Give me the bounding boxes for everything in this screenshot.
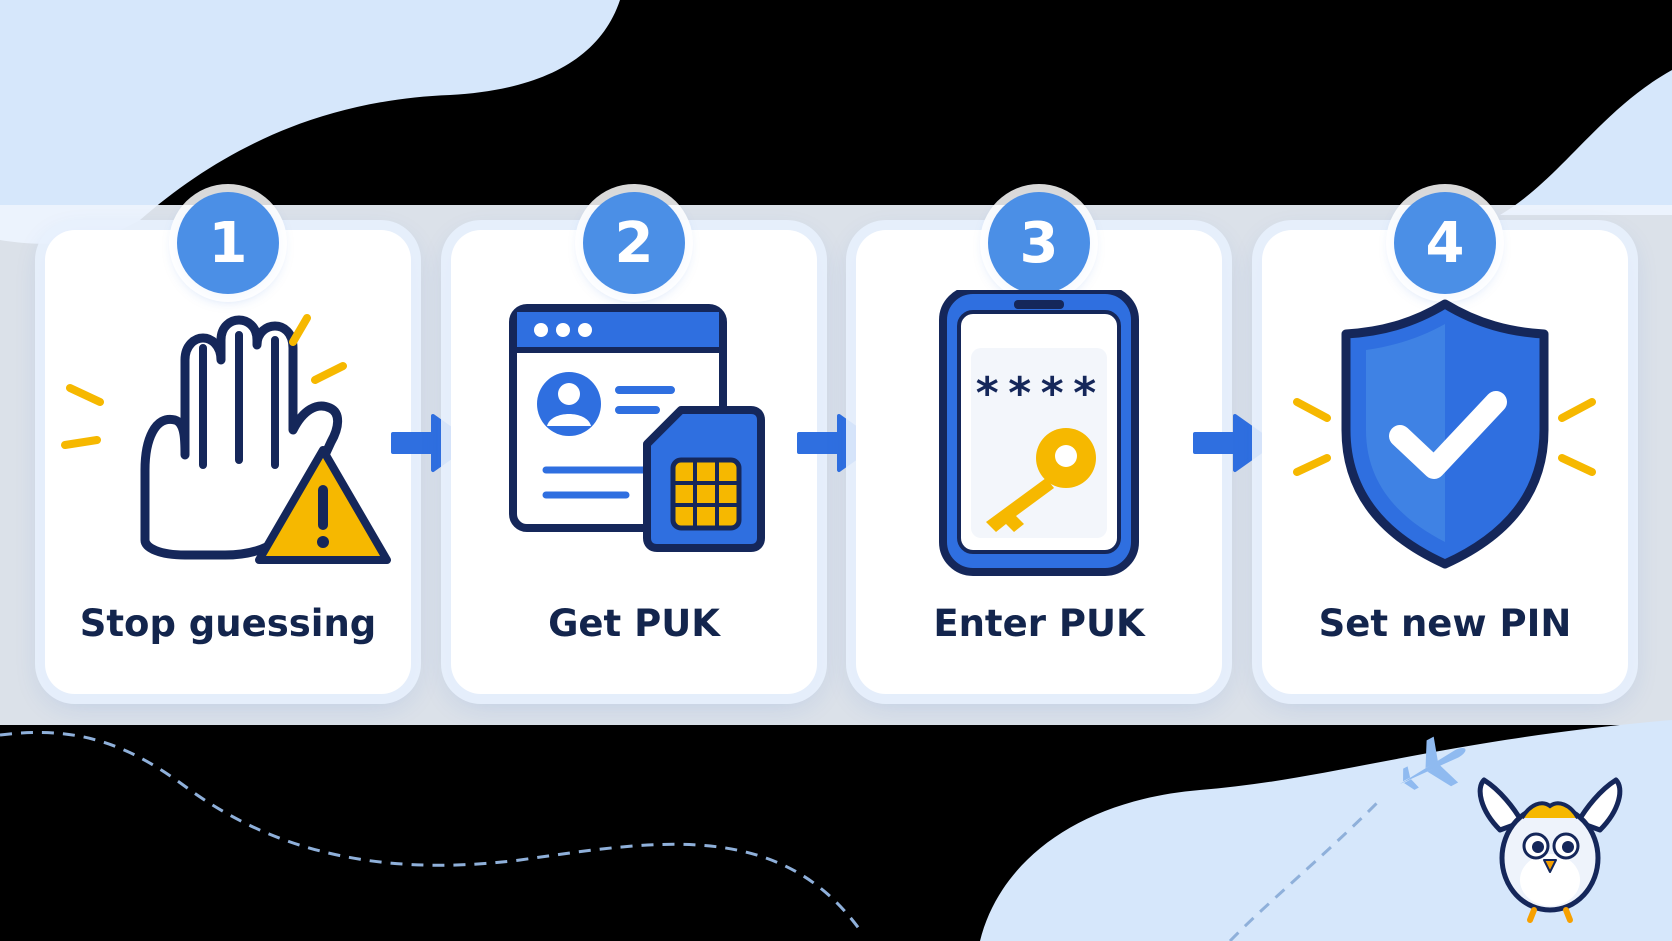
airplane-icon	[1399, 736, 1466, 790]
dashed-flight-path-right	[1228, 798, 1382, 941]
step-number-badge: 2	[583, 192, 685, 294]
step-number-badge: 3	[988, 192, 1090, 294]
background-blob-top-left	[0, 0, 620, 244]
step-card-1: 1 Stop guessing	[45, 192, 411, 694]
step-label: Set new PIN	[1318, 602, 1572, 645]
owl-mascot-icon	[1477, 777, 1623, 923]
dashed-flight-path	[0, 731, 862, 931]
step-label: Get PUK	[548, 602, 720, 645]
background-blob-right	[1500, 70, 1672, 215]
step-number-badge: 4	[1394, 192, 1496, 294]
step-label: Stop guessing	[79, 602, 377, 645]
step-card-2: 2 Get PUK	[451, 192, 817, 694]
shield-check-icon	[1293, 299, 1596, 569]
masked-code-text: ****	[974, 368, 1104, 419]
step-card-3: 3 **** Enter PUK	[856, 192, 1222, 694]
background-blob-bottom-right	[980, 720, 1672, 941]
step-number-badge: 1	[177, 192, 279, 294]
step-card-4: 4 Set new PIN	[1262, 192, 1628, 694]
phone-key-icon: ****	[939, 290, 1139, 576]
account-sim-card-icon	[509, 304, 765, 552]
raised-hand-warning-icon	[61, 314, 391, 564]
arrow-right-icon	[1193, 414, 1275, 472]
step-label: Enter PUK	[933, 602, 1145, 645]
